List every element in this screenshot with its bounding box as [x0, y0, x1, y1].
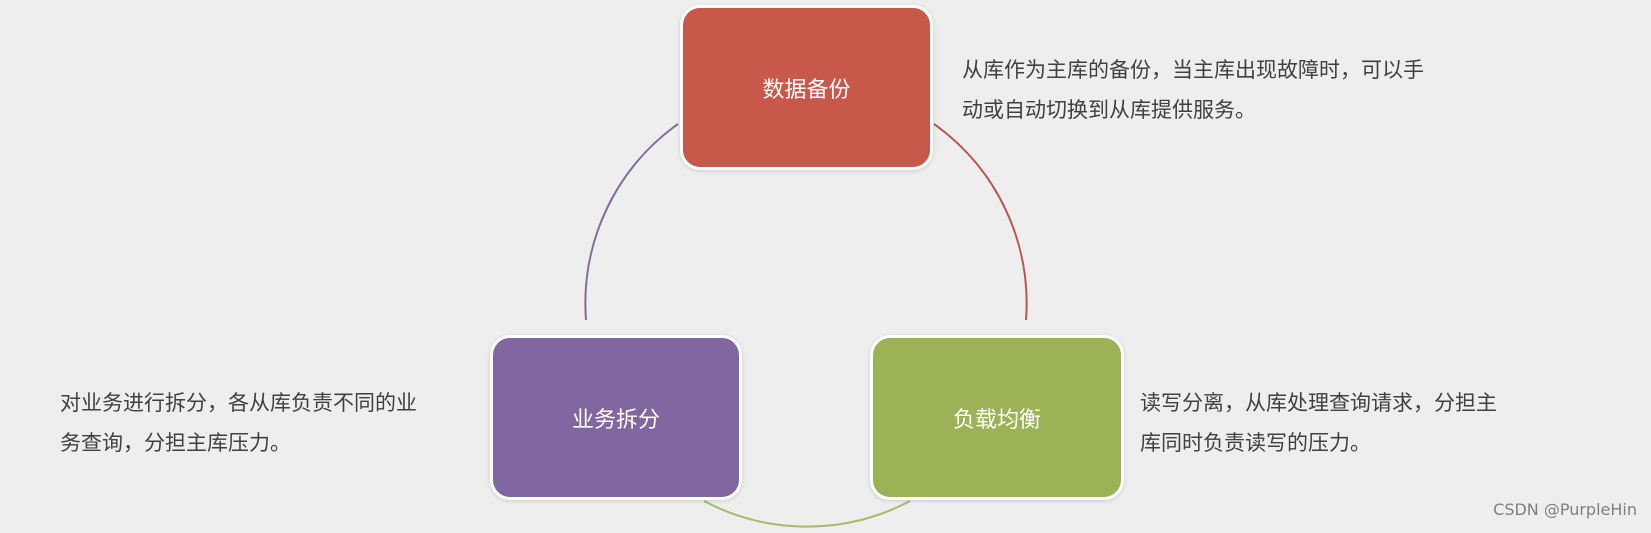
arc-split-to-backup — [584, 123, 679, 321]
arc-balance-to-split — [703, 500, 911, 528]
arc-backup-to-balance — [933, 123, 1028, 321]
watermark: CSDN @PurpleHin — [1493, 500, 1637, 519]
split-description-line: 对业务进行拆分，各从库负责不同的业 — [60, 391, 417, 415]
split-node-label: 业务拆分 — [571, 407, 660, 433]
backup-description-line: 动或自动切换到从库提供服务。 — [962, 98, 1256, 122]
backup-description: 从库作为主库的备份，当主库出现故障时，可以手 动或自动切换到从库提供服务。 — [962, 50, 1522, 130]
backup-description-line: 从库作为主库的备份，当主库出现故障时，可以手 — [962, 58, 1424, 82]
balance-description-line: 库同时负责读写的压力。 — [1140, 431, 1371, 455]
balance-node: 负载均衡 — [870, 335, 1124, 500]
split-description: 对业务进行拆分，各从库负责不同的业 务查询，分担主库压力。 — [60, 383, 480, 463]
backup-node: 数据备份 — [680, 5, 933, 170]
balance-description: 读写分离，从库处理查询请求，分担主 库同时负责读写的压力。 — [1140, 383, 1590, 463]
split-node: 业务拆分 — [490, 335, 742, 500]
balance-description-line: 读写分离，从库处理查询请求，分担主 — [1140, 391, 1497, 415]
balance-node-label: 负载均衡 — [952, 407, 1041, 433]
split-description-line: 务查询，分担主库压力。 — [60, 431, 291, 455]
backup-node-label: 数据备份 — [762, 77, 851, 103]
